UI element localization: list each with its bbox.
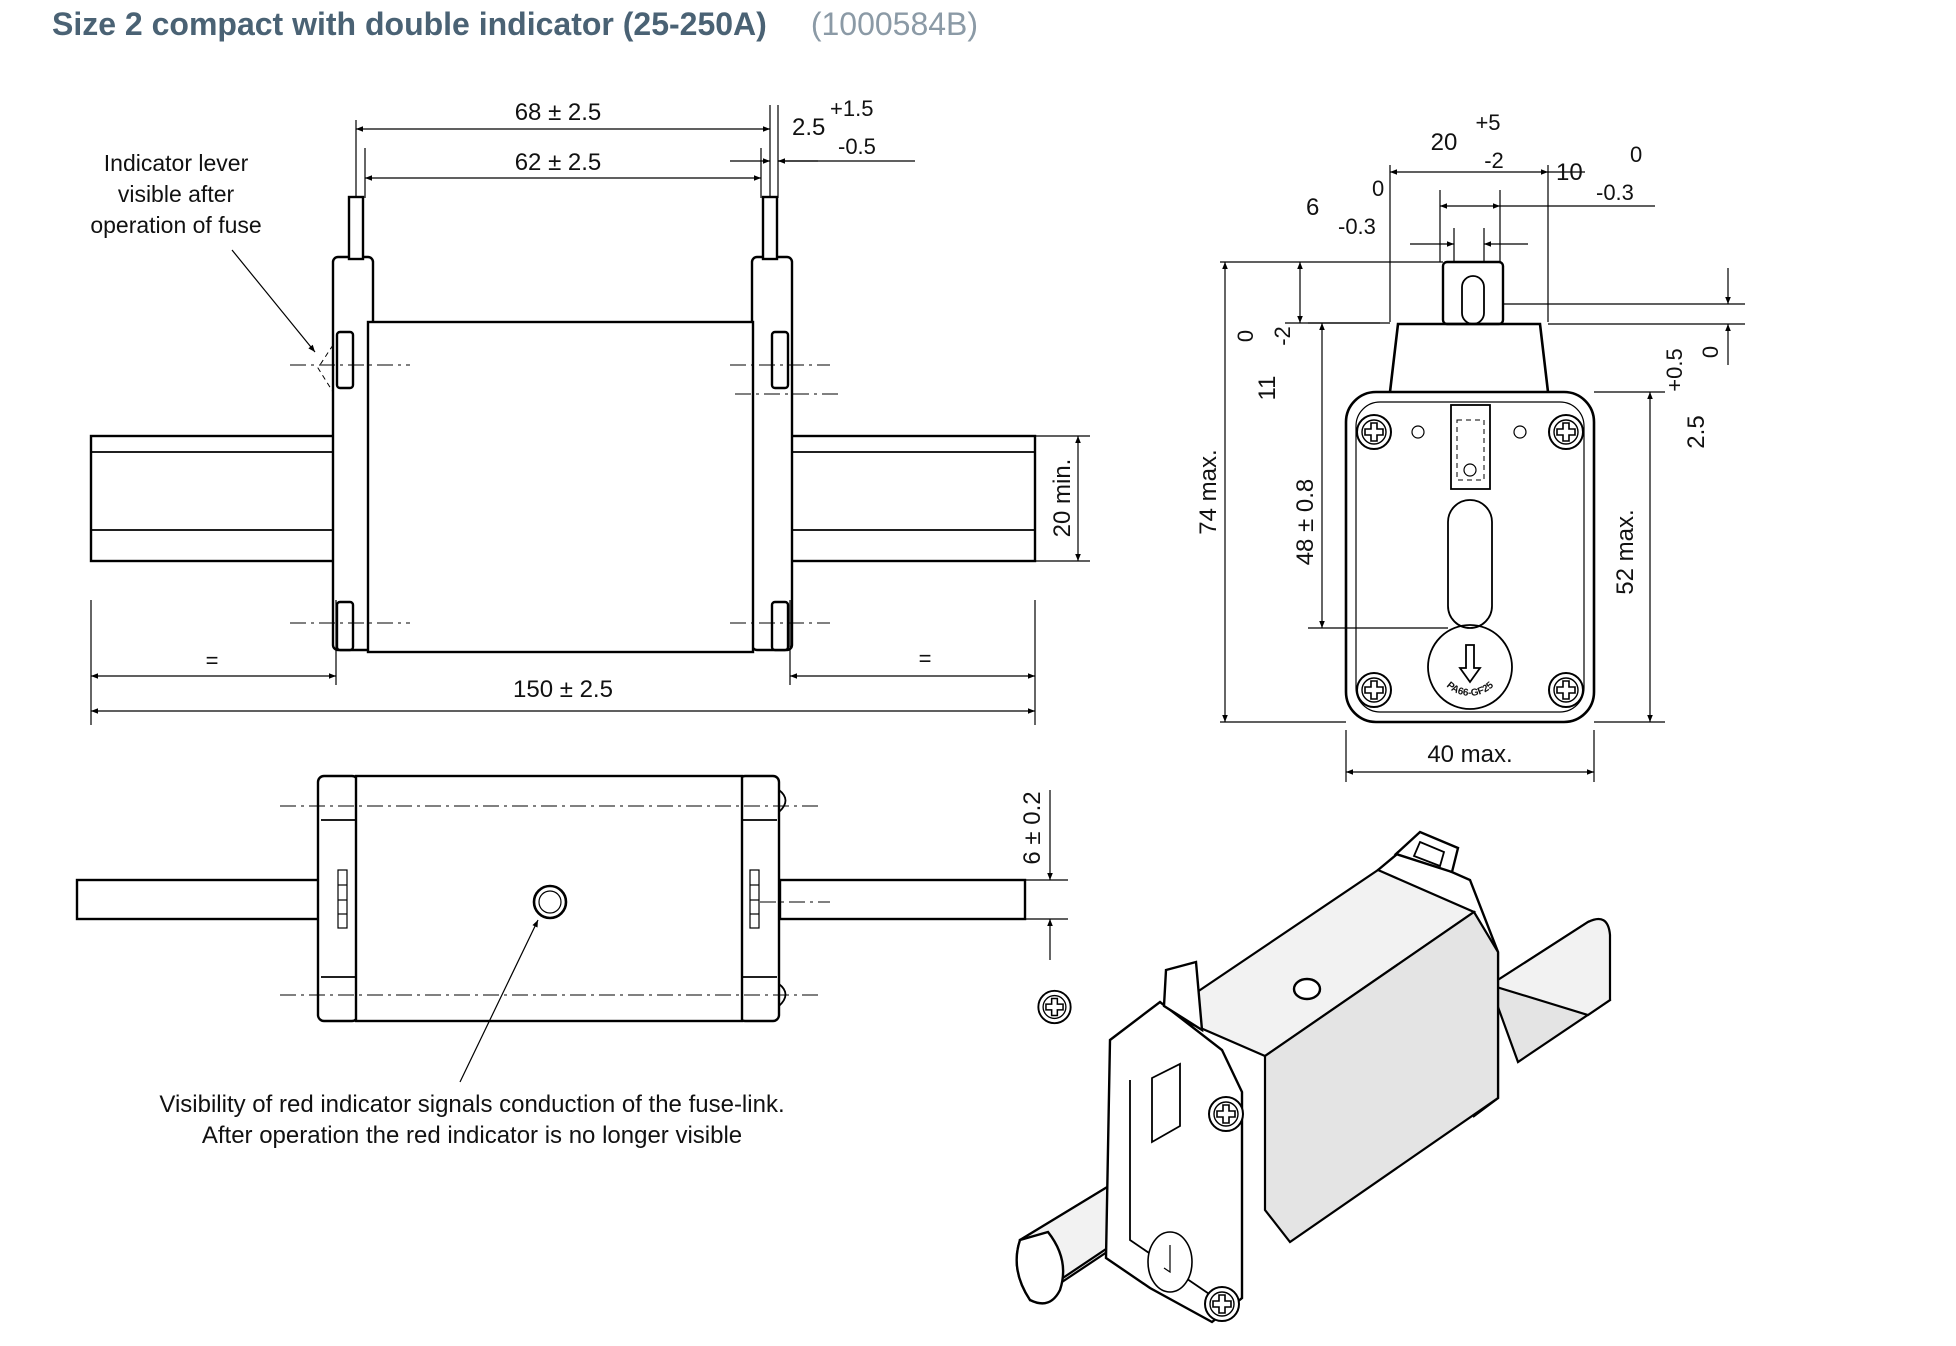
front-view (89, 195, 1037, 654)
tol-0-b: 0 (1372, 176, 1384, 201)
dim-6-side-label: 6 (1306, 194, 1319, 221)
front-view-dimensions (90, 105, 1090, 725)
right-blade (788, 434, 1037, 563)
dim-2-5-side-label: 2.5 (1683, 415, 1710, 448)
dim-20-min-label: 20 min. (1049, 459, 1076, 538)
equal-right: = (919, 646, 932, 671)
dim-74-max-label: 74 max. (1195, 449, 1222, 534)
side-slot (1447, 499, 1493, 629)
dim-6-top-label: 6 ± 0.2 (1019, 791, 1046, 864)
tol-minus-0-3-b: -0.3 (1338, 214, 1376, 239)
screw-icon (1208, 1096, 1244, 1132)
lever-note-line-3: operation of fuse (90, 212, 261, 238)
dim-2-5-label: 2.5 (792, 114, 825, 141)
top-body (354, 774, 744, 1023)
iso-right-face (1263, 910, 1500, 1244)
title-bar: Size 2 compact with double indicator (25… (52, 6, 978, 54)
material-label (1427, 624, 1513, 710)
iso-front-plate (1104, 1000, 1244, 1324)
tol-minus-2: -2 (1484, 148, 1504, 173)
dim-62-label: 62 ± 2.5 (515, 149, 602, 176)
top-right-blade (778, 878, 1027, 921)
dim-48-label: 48 ± 0.8 (1292, 479, 1319, 566)
tol-minus-0-5: -0.5 (838, 134, 876, 159)
side-view: PA66-GF25 (1344, 260, 1596, 724)
fuse-body (366, 320, 755, 654)
dim-68-label: 68 ± 2.5 (515, 99, 602, 126)
dim-40-max-label: 40 max. (1427, 741, 1512, 768)
screw-icon (1356, 414, 1392, 450)
material-label-text: PA66-GF25 (1444, 680, 1496, 699)
left-tab (347, 195, 365, 261)
part-code: (1000584B) (810, 6, 979, 42)
top-view (75, 774, 1027, 1023)
indicator-lever-outline (317, 344, 334, 393)
equal-left: = (206, 648, 219, 673)
side-top-tab (1441, 260, 1505, 326)
left-blade (89, 434, 338, 563)
lever-note-line-1: Indicator lever (104, 150, 249, 176)
top-left-blade (75, 878, 324, 921)
side-view-dimensions (1220, 165, 1745, 782)
tol-plus-0-5: +0.5 (1662, 348, 1687, 391)
tol-plus-5: +5 (1475, 110, 1500, 135)
top-view-dimensions (459, 790, 1068, 1083)
screw-icon (1356, 672, 1392, 708)
lever-note-line-2: visible after (118, 181, 235, 207)
tol-minus-0-3-a: -0.3 (1596, 180, 1634, 205)
tol-minus-2-c: -2 (1270, 326, 1295, 346)
tol-0-a: 0 (1630, 142, 1642, 167)
screw-icon (1548, 672, 1584, 708)
dim-150-label: 150 ± 2.5 (513, 676, 613, 703)
tol-plus-1-5: +1.5 (830, 96, 873, 121)
right-tab (761, 195, 779, 261)
dim-52-max-label: 52 max. (1612, 509, 1639, 594)
page-title: Size 2 compact with double indicator (25… (52, 6, 767, 42)
isometric-view (1015, 830, 1612, 1324)
screw-icon (1037, 989, 1072, 1025)
dim-11-label: 11 (1254, 376, 1281, 401)
indicator-note-line-2: After operation the red indicator is no … (202, 1122, 742, 1149)
tol-0-c: 0 (1233, 330, 1258, 342)
dim-20-label: 20 (1431, 129, 1458, 156)
tol-0-d: 0 (1698, 346, 1723, 358)
side-plate (1344, 390, 1596, 724)
dim-10-label: 10 (1556, 159, 1583, 186)
screw-icon (1204, 1286, 1240, 1322)
indicator-note-line-1: Visibility of red indicator signals cond… (159, 1091, 784, 1118)
right-end-plate (750, 255, 794, 652)
screw-icon (1548, 414, 1584, 450)
